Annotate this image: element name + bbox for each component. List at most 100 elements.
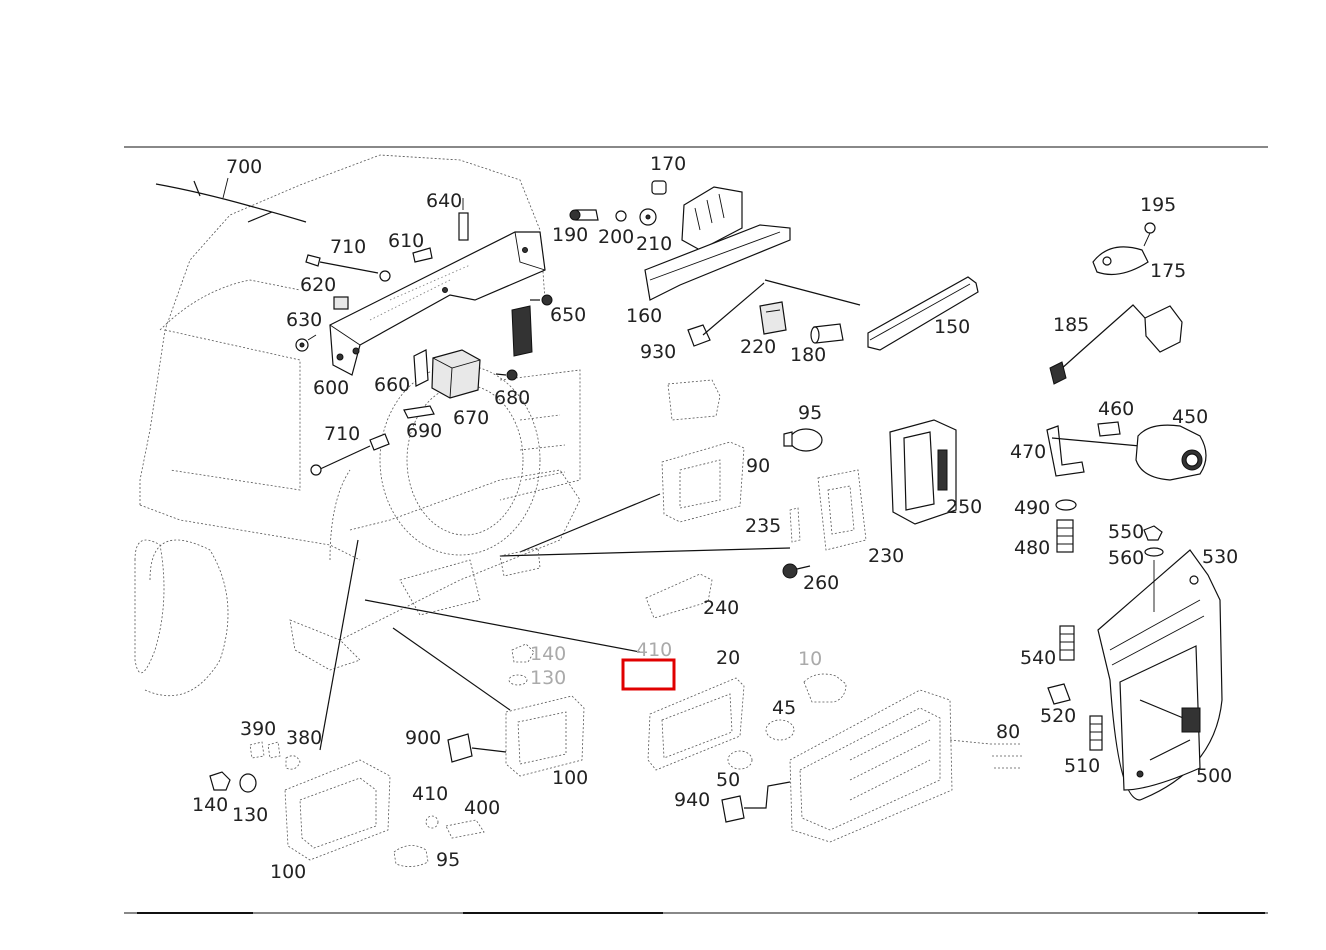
label-640: 640 — [426, 190, 462, 212]
label-630: 630 — [286, 309, 322, 331]
part-90-lamp — [661, 379, 745, 523]
label-50: 50 — [716, 769, 740, 791]
label-90: 90 — [746, 455, 770, 477]
part-460-bulb — [1097, 421, 1121, 437]
part-490-washer — [1055, 499, 1077, 511]
label-95-lower: 95 — [436, 849, 460, 871]
label-460: 460 — [1098, 398, 1134, 420]
part-230-lens — [817, 469, 867, 551]
label-140-lower: 140 — [192, 794, 228, 816]
part-45-bulb — [765, 719, 795, 741]
label-240: 240 — [703, 597, 739, 619]
part-680 — [495, 369, 518, 381]
part-170 — [651, 180, 667, 195]
label-150: 150 — [934, 316, 970, 338]
label-540: 540 — [1020, 647, 1056, 669]
part-930-cable — [687, 282, 765, 347]
label-45: 45 — [772, 697, 796, 719]
label-620: 620 — [300, 274, 336, 296]
label-195: 195 — [1140, 194, 1176, 216]
part-610 — [412, 247, 433, 263]
label-400: 400 — [464, 797, 500, 819]
part-175-bracket — [1092, 246, 1149, 275]
part-600-crossmember — [329, 231, 546, 376]
label-510: 510 — [1064, 755, 1100, 777]
leader-line-100 — [392, 627, 511, 711]
part-940-cable — [721, 781, 791, 823]
part-250-housing — [889, 419, 957, 525]
part-260-screw — [782, 563, 811, 579]
part-235-clip — [789, 507, 801, 543]
part-195-screw — [1143, 222, 1156, 247]
leader-line-380 — [319, 539, 359, 751]
part-housing-main — [789, 689, 953, 843]
label-490: 490 — [1014, 497, 1050, 519]
label-710-upper: 710 — [330, 236, 366, 258]
highlight-box — [621, 658, 676, 691]
label-410: 410 — [412, 783, 448, 805]
part-20-lens — [647, 677, 745, 771]
part-95-bulb-lower — [393, 845, 429, 867]
label-250: 250 — [946, 496, 982, 518]
part-660 — [413, 349, 429, 387]
part-130-washer-upper — [508, 674, 528, 686]
part-150-lamp-bar — [764, 276, 979, 351]
label-390: 390 — [240, 718, 276, 740]
part-240-gasket — [645, 573, 713, 619]
label-670: 670 — [453, 407, 489, 429]
label-680: 680 — [494, 387, 530, 409]
label-480: 480 — [1014, 537, 1050, 559]
part-520-cap — [1047, 683, 1071, 705]
label-550: 550 — [1108, 521, 1144, 543]
part-190-200-210-hardware — [569, 208, 657, 226]
label-500: 500 — [1196, 765, 1232, 787]
label-230: 230 — [868, 545, 904, 567]
leader-line-90 — [519, 493, 661, 553]
label-130-lower: 130 — [232, 804, 268, 826]
label-235: 235 — [745, 515, 781, 537]
label-100-left: 100 — [270, 861, 306, 883]
part-510-bolt — [1089, 715, 1103, 751]
part-180-socket — [810, 323, 844, 344]
leader-line-230 — [499, 547, 791, 557]
part-630 — [295, 334, 317, 352]
part-130-washer-lower — [239, 773, 257, 793]
part-900-connector — [447, 733, 507, 763]
label-450: 450 — [1172, 406, 1208, 428]
label-600: 600 — [313, 377, 349, 399]
part-550-nut — [1143, 525, 1163, 541]
label-95-upper: 95 — [798, 402, 822, 424]
label-185: 185 — [1053, 314, 1089, 336]
part-450-lamp — [1135, 424, 1207, 481]
vehicle-body-outline — [134, 154, 581, 697]
label-650: 650 — [550, 304, 586, 326]
label-710-lower: 710 — [324, 423, 360, 445]
part-690 — [403, 405, 435, 419]
part-560-washer — [1144, 547, 1164, 557]
part-710-wire-lower — [310, 433, 390, 476]
label-220: 220 — [740, 336, 776, 358]
part-95-bulb — [783, 428, 823, 452]
label-380: 380 — [286, 727, 322, 749]
part-50-bulb — [727, 750, 753, 770]
part-140-nut-lower — [209, 771, 231, 791]
label-610: 610 — [388, 230, 424, 252]
label-520: 520 — [1040, 705, 1076, 727]
part-540-bolt — [1059, 625, 1075, 661]
part-100-lamp-right — [505, 695, 585, 777]
part-160-holder — [644, 186, 791, 301]
label-80: 80 — [996, 721, 1020, 743]
label-200: 200 — [598, 226, 634, 248]
rear-bracket-plate — [499, 547, 541, 577]
label-470: 470 — [1010, 441, 1046, 463]
part-670 — [431, 349, 481, 399]
label-530: 530 — [1202, 546, 1238, 568]
part-700-wire — [155, 177, 307, 223]
part-410-400-parts — [425, 815, 485, 839]
part-480-bolt — [1056, 519, 1074, 553]
part-710-wire-upper — [305, 254, 391, 282]
label-160: 160 — [626, 305, 662, 327]
label-175: 175 — [1150, 260, 1186, 282]
plug-connector — [511, 305, 533, 357]
